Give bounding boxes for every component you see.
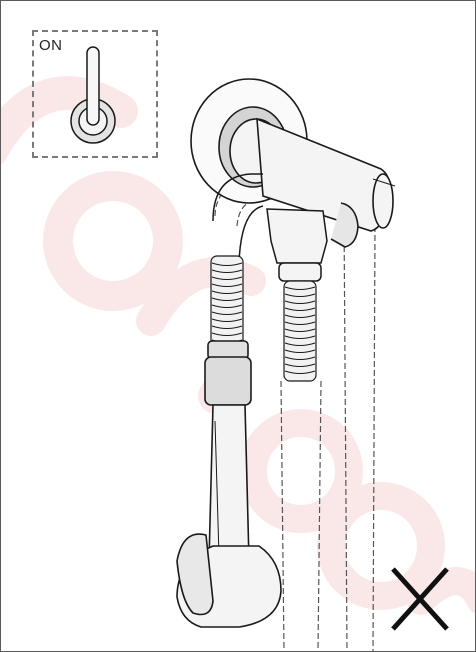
hose-rib [211,269,243,273]
hose-rib [211,325,243,329]
hose-rib [211,283,243,287]
hose-rib [284,370,316,374]
hose-rib [211,262,243,266]
hose-rib [284,335,316,339]
hose-rib [284,307,316,311]
hose-rib [211,297,243,301]
hose-rib [284,321,316,325]
hose-rib [284,300,316,304]
hose-arch [212,173,264,264]
hose-rib [211,290,243,294]
hose-rib [284,342,316,346]
hose-center-ribs [284,286,316,374]
hose-rib [284,293,316,297]
hose-rib [211,311,243,315]
hose-rib [284,314,316,318]
hose-left-ribs [211,262,243,343]
hose-rib [211,276,243,280]
wall-bracket [190,78,396,248]
hose-rib [211,332,243,336]
hose-rib [284,363,316,367]
valve-knob-icon [70,46,116,144]
hose-rib [211,318,243,322]
hose-rib [284,286,316,290]
hose-rib [211,304,243,308]
hose-connector [266,208,328,282]
cross-icon [391,567,449,631]
hand-shower [176,340,282,628]
hose-rib [284,328,316,332]
on-label: ON [39,37,63,54]
hose-rib [284,349,316,353]
hose-rib [284,356,316,360]
inset-box [32,30,158,158]
